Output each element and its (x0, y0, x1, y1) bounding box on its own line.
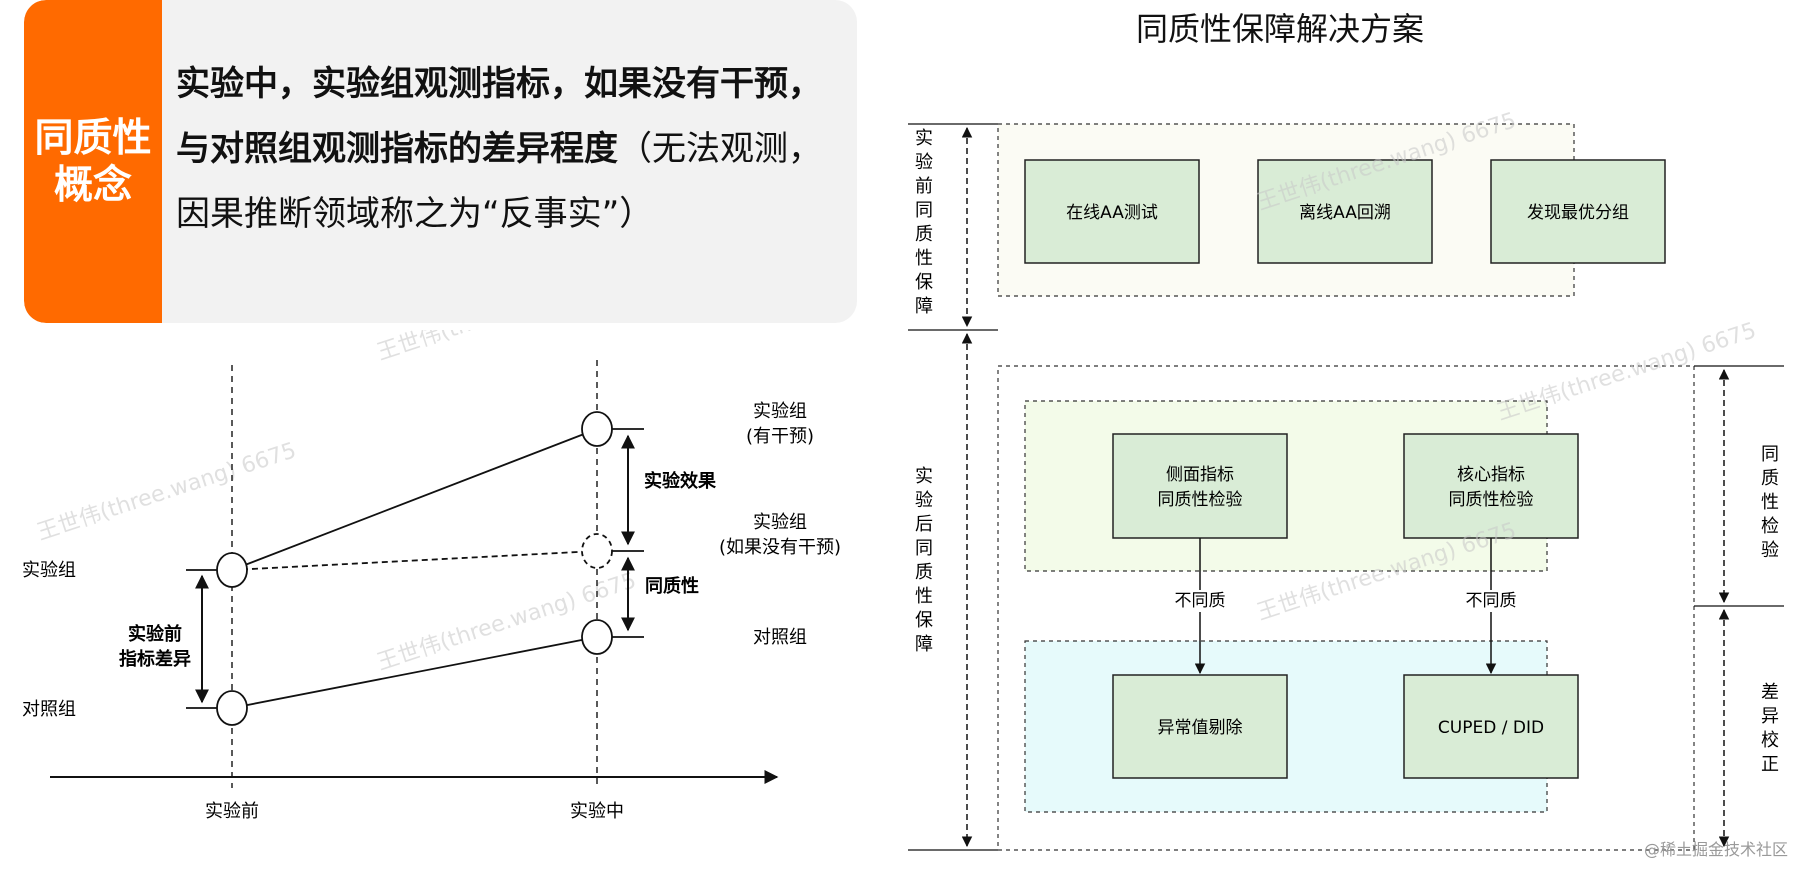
label-x-during: 实验中 (570, 801, 624, 822)
box-outlier-removal (1112, 674, 1288, 779)
control-during-point (581, 619, 613, 655)
box-cuped-did-label: CUPED / DID (1438, 718, 1544, 738)
post-zone (997, 365, 1695, 851)
box-offline-aa (1257, 159, 1433, 264)
concept-card: 同质性 概念 实验中，实验组观测指标，如果没有干预，与对照组观测指标的差异程度（… (24, 0, 857, 323)
treatment-before-point (216, 552, 248, 588)
box-core-metric-check (1403, 433, 1579, 539)
box-best-group (1490, 159, 1666, 264)
box-core-metric-line1: 核心指标 (1457, 465, 1525, 485)
treatment-during-point (581, 411, 613, 447)
box-online-aa-label: 在线AA测试 (1066, 203, 1158, 223)
label-control-group: 对照组 (22, 699, 76, 720)
label-right-control: 对照组 (753, 627, 807, 648)
watermark-text: 王世伟(three.wang) 6675 (374, 330, 639, 366)
label-treat-with-1: 实验组 (753, 401, 807, 422)
label-effect: 实验效果 (644, 470, 717, 492)
label-difference-correction: 差异校正 (1761, 682, 1779, 775)
concept-definition: 实验中，实验组观测指标，如果没有干预，与对照组观测指标的差异程度（无法观测，因果… (176, 52, 848, 247)
label-not-homogeneous-2: 不同质 (1466, 591, 1517, 611)
box-cuped-did (1403, 674, 1579, 779)
label-treat-without-2: (如果没有干预) (719, 537, 841, 558)
control-before-point (216, 690, 248, 726)
box-side-metric-line1: 侧面指标 (1166, 465, 1234, 485)
label-post-homogeneity: 实验后同质性保障 (915, 466, 933, 655)
label-pre-homogeneity: 实验前同质性保障 (915, 128, 933, 317)
box-side-metric-line2: 同质性检验 (1158, 490, 1243, 510)
box-online-aa (1024, 159, 1200, 264)
treatment-line (231, 428, 598, 571)
solution-diagram: 在线AA测试 离线AA回溯 发现最优分组 侧面指标 同质性检验 核心指标 同质性… (908, 108, 1784, 851)
control-line (231, 636, 598, 709)
label-not-homogeneous-1: 不同质 (1175, 591, 1226, 611)
watermark-text: 王世伟(three.wang) 6675 (34, 438, 299, 545)
counterfactual-line (231, 550, 598, 571)
concept-normal-text: （无法观测，因果推断领域称之为“反事实”） (176, 129, 822, 234)
footer-credit: @稀土掘金技术社区 (1643, 840, 1788, 859)
concept-tag-line1: 同质性 (34, 115, 152, 161)
watermark-text: 王世伟(three.wang) 6675 (1494, 318, 1759, 425)
label-homogeneity: 同质性 (645, 575, 699, 597)
label-treat-with-2: (有干预) (746, 426, 814, 447)
label-treat-without-1: 实验组 (753, 512, 807, 533)
box-offline-aa-label: 离线AA回溯 (1299, 203, 1391, 223)
box-core-metric-line2: 同质性检验 (1449, 490, 1534, 510)
label-pre-diff-1: 实验前 (128, 623, 182, 645)
label-x-before: 实验前 (205, 801, 259, 822)
box-best-group-label: 发现最优分组 (1527, 203, 1629, 223)
label-pre-diff-2: 指标差异 (119, 648, 191, 670)
label-treatment-group: 实验组 (22, 560, 76, 581)
concept-tag: 同质性 概念 (24, 0, 162, 323)
box-outlier-removal-label: 异常值剔除 (1158, 718, 1243, 738)
label-homogeneity-check: 同质性检验 (1761, 444, 1779, 561)
counterfactual-point (581, 533, 613, 569)
concept-tag-line2: 概念 (53, 162, 132, 208)
diagram-title: 同质性保障解决方案 (1135, 10, 1424, 48)
homogeneity-chart: 王世伟(three.wang) 6675 王世伟(three.wang) 667… (22, 330, 841, 822)
concept-bold-text: 实验中，实验组观测指标，如果没有干预，与对照组观测指标的差异程度 (176, 64, 822, 169)
box-side-metric-check (1112, 433, 1288, 539)
